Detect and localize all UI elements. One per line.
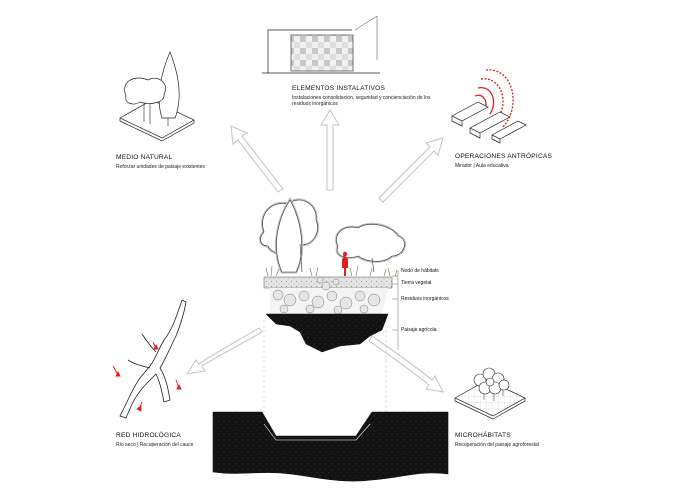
antropicas-illustration	[451, 69, 527, 144]
arrow-to-microhabitats	[368, 335, 444, 393]
hidrologica-subtitle: Río seco | Recuperación del cauce	[116, 442, 194, 448]
hidrologica-title: RED HIDROLÓGICA	[116, 432, 181, 439]
antropicas-subtitle: Mirador | Aula educativa	[455, 163, 509, 169]
block-natural: MEDIO NATURAL Reforzar unidades de paisa…	[116, 154, 246, 170]
grass	[265, 265, 398, 277]
natural-title: MEDIO NATURAL	[116, 154, 173, 161]
layer-label-tierra: Tierra vegetal	[401, 280, 432, 286]
block-instalativos: ELEMENTOS INSTALATIVOS Instalaciones con…	[292, 85, 442, 107]
microhabitats-title: MICROHÁBITATS	[455, 432, 511, 439]
central-section	[212, 197, 449, 482]
layer-leaders	[392, 270, 399, 350]
section-trees	[259, 197, 407, 274]
layer-label-agricola: Paisaje agrícola	[401, 327, 437, 333]
block-hidrologica: RED HIDROLÓGICA Río seco | Recuperación …	[116, 432, 246, 448]
arrow-to-natural	[230, 125, 284, 193]
block-antropicas: OPERACIONES ANTRÓPICAS Mirador | Aula ed…	[455, 153, 585, 169]
arrow-to-antropicas	[378, 137, 444, 203]
natural-subtitle: Reforzar unidades de paisaje existentes	[116, 164, 205, 170]
arrows	[185, 109, 444, 393]
flow-arrows-icon	[112, 341, 182, 412]
arrow-to-instalativos	[320, 109, 340, 191]
instalativos-illustration	[262, 15, 380, 74]
microhabitats-illustration	[454, 367, 526, 420]
person-icon	[342, 251, 348, 276]
hidrologica-illustration	[112, 299, 187, 419]
instalativos-subtitle: Instalaciones consolidación, seguridad y…	[292, 95, 431, 108]
layer-paisaje-agricola	[265, 313, 389, 353]
instalativos-title: ELEMENTOS INSTALATIVOS	[292, 85, 386, 92]
checker-wall-icon	[290, 34, 354, 72]
layer-label-residuos: Residuos inorgánicos	[401, 296, 449, 302]
block-microhabitats: MICROHÁBITATS Recuperación del paisaje a…	[455, 432, 595, 448]
layer-residuos	[270, 276, 388, 315]
shrub-icon	[124, 77, 166, 105]
arrow-to-hidrologica	[185, 327, 263, 375]
tree-cluster-icon	[473, 367, 510, 395]
natural-illustration	[119, 51, 195, 142]
microhabitats-subtitle: Recuperación del paisaje agroforestal	[455, 442, 539, 448]
river-branch-icon	[119, 299, 187, 419]
antropicas-title: OPERACIONES ANTRÓPICAS	[455, 153, 553, 160]
layer-label-nodo: Nodo de hábitats	[401, 268, 439, 274]
ground-section	[212, 411, 449, 482]
